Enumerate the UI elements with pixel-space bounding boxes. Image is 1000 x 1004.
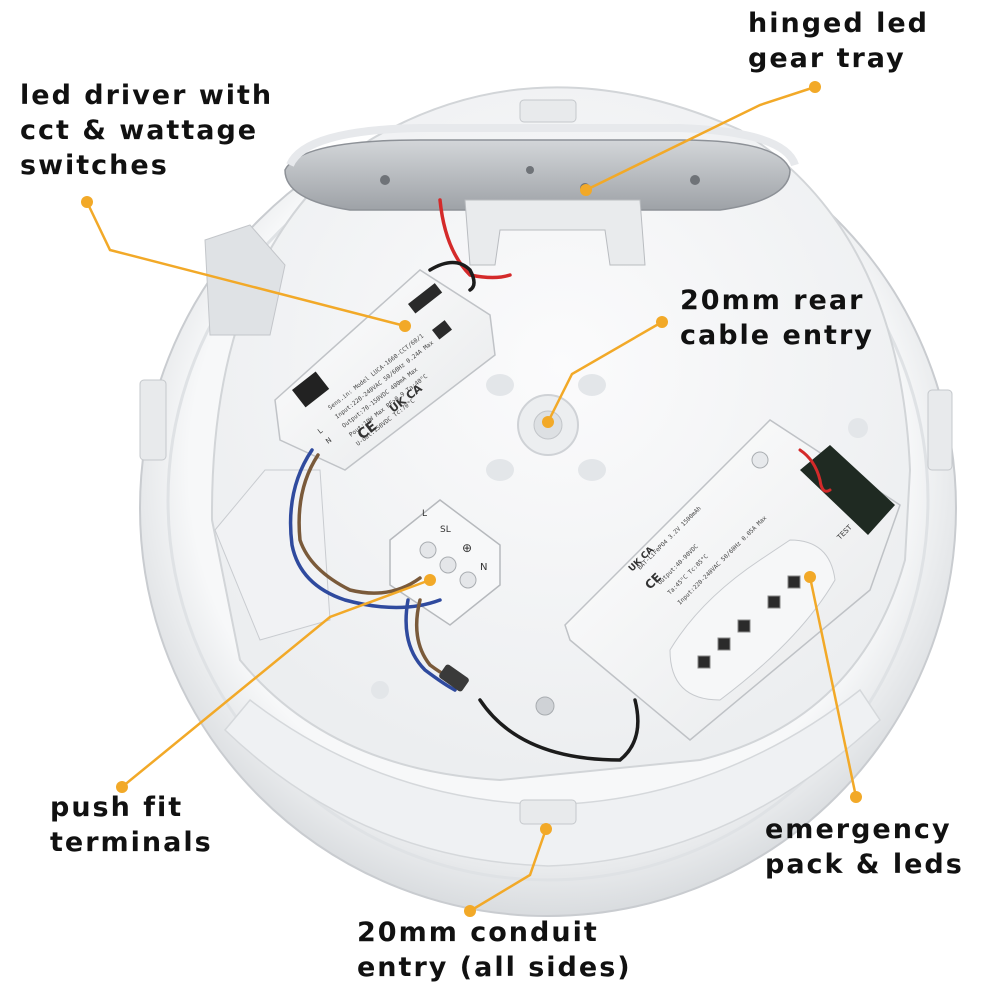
- conduit-knockout-bottom: [519, 799, 577, 825]
- push-fit-terminals: ⊕ N SL L: [389, 499, 501, 626]
- gear-tray-hinge: [464, 199, 646, 266]
- callout-rear-entry: 20mm rear cable entry: [680, 283, 874, 353]
- wire-red: [438, 198, 512, 280]
- callout-dot: [399, 320, 411, 332]
- callout-dot: [580, 184, 592, 196]
- wire-neutral: [288, 448, 442, 610]
- conduit-knockout-left: [139, 379, 167, 461]
- screw-boss: [535, 696, 555, 716]
- callout-led-driver: led driver with cct & wattage switches: [20, 78, 273, 183]
- callout-terminals-line-2: terminals: [50, 827, 213, 858]
- led-gear-tray: [284, 124, 799, 266]
- callout-gear-tray-line-1: hinged led: [748, 8, 929, 39]
- callout-emergency: emergency pack & leds: [765, 812, 964, 882]
- callout-dot: [542, 416, 554, 428]
- leader-led-driver: [85, 201, 406, 328]
- emergency-led: [737, 619, 751, 633]
- leader-conduit: [469, 828, 548, 913]
- callout-conduit-line-1: 20mm conduit: [357, 917, 599, 948]
- screw-boss: [848, 418, 868, 438]
- leader-gear-tray: [585, 85, 816, 192]
- wire-connector: [439, 664, 469, 692]
- emergency-pack: BAT-LiFePO4 3.2V 1500mAh Output:40-90VDC…: [564, 419, 901, 741]
- callout-dot: [809, 81, 821, 93]
- callout-led-driver-line-3: switches: [20, 150, 169, 181]
- emergency-led: [787, 575, 801, 589]
- mounting-hole: [578, 374, 606, 396]
- driver-terminal-n: N: [324, 436, 333, 446]
- gear-tray-lens-edge: [286, 124, 799, 167]
- callout-dot: [850, 791, 862, 803]
- terminal-l-mark: L: [422, 509, 427, 519]
- callout-rear-entry-line-1: 20mm rear: [680, 285, 865, 316]
- callout-conduit: 20mm conduit entry (all sides): [357, 915, 632, 985]
- conduit-knockout-right: [927, 389, 953, 471]
- driver-terminal-l: L: [316, 427, 324, 436]
- screw-boss: [371, 681, 389, 699]
- mounting-hole: [486, 459, 514, 481]
- callout-conduit-line-2: entry (all sides): [357, 952, 632, 983]
- callout-terminals: push fit terminals: [50, 790, 213, 860]
- callout-dots: [81, 81, 862, 917]
- mounting-hole: [486, 374, 514, 396]
- driver-connector: [292, 371, 330, 408]
- callout-led-driver-line-1: led driver with: [20, 80, 274, 111]
- wire-black: [428, 260, 476, 292]
- wire-neutral: [404, 598, 457, 692]
- terminal-sl-mark: SL: [440, 525, 451, 535]
- led-driver-body: [274, 269, 496, 471]
- callout-terminals-line-1: push fit: [50, 792, 184, 823]
- mounting-hole: [578, 459, 606, 481]
- callout-dot: [804, 571, 816, 583]
- terminal-n-mark: N: [480, 562, 487, 573]
- gear-tray-plate: [284, 139, 791, 211]
- led-driver: Sens.in: Model LUCA-1660-CCT/60/1 Input:…: [274, 269, 496, 471]
- callout-dot: [540, 823, 552, 835]
- callout-rear-entry-line-2: cable entry: [680, 320, 874, 351]
- emergency-led: [697, 655, 711, 669]
- emergency-led: [767, 595, 781, 609]
- callout-emergency-line-2: pack & leds: [765, 849, 964, 880]
- callout-dot: [424, 574, 436, 586]
- callout-emergency-line-1: emergency: [765, 814, 952, 845]
- housing-lower-band: [223, 688, 881, 867]
- callout-dot: [656, 316, 668, 328]
- callout-led-driver-line-2: cct & wattage: [20, 115, 259, 146]
- wire-red: [798, 448, 832, 493]
- emergency-led: [717, 637, 731, 651]
- conduit-knockout-top: [519, 99, 577, 123]
- wire-live: [297, 453, 422, 595]
- terminal-earth-mark: ⊕: [462, 541, 472, 555]
- emergency-leds: [697, 575, 801, 669]
- callout-dot: [81, 196, 93, 208]
- leader-emergency: [808, 576, 858, 798]
- callout-dot: [116, 781, 128, 793]
- wiring: [288, 198, 832, 762]
- wire-black: [478, 698, 640, 762]
- left-cable-clamp: [204, 224, 286, 336]
- pack-fixing-screw: [751, 451, 769, 469]
- cct-switch: [432, 320, 452, 340]
- callout-leaders: [85, 85, 858, 913]
- callout-dot: [464, 905, 476, 917]
- callout-gear-tray: hinged led gear tray: [748, 6, 929, 76]
- wattage-switch: [408, 283, 443, 314]
- leader-rear-entry: [546, 320, 663, 423]
- callout-gear-tray-line-2: gear tray: [748, 43, 906, 74]
- leader-terminals: [121, 578, 431, 788]
- lower-left-housing: [214, 469, 331, 641]
- emergency-pcb: [800, 445, 895, 535]
